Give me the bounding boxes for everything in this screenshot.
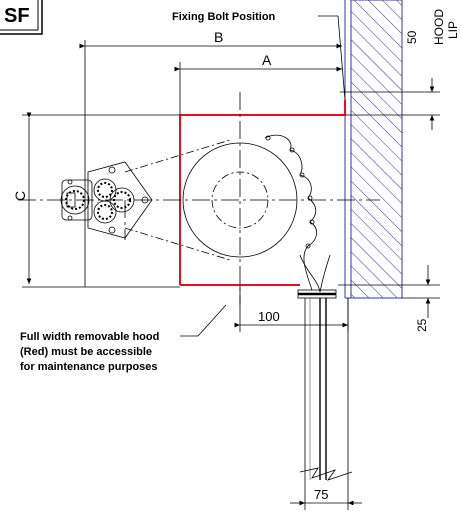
- dim-a-label: A: [262, 52, 272, 68]
- hood-note-line3: for maintenance purposes: [20, 361, 158, 373]
- unit-outline: [84, 114, 180, 288]
- dim-75-label: 75: [314, 487, 328, 502]
- corner-label-box: SF: [0, 0, 43, 35]
- corner-label: SF: [4, 5, 30, 27]
- guide-rails: [297, 289, 353, 481]
- dim-100-label: 100: [258, 309, 280, 324]
- dimension-b: [79, 40, 342, 115]
- hood-note-line2: (Red) must be accessible: [20, 346, 152, 358]
- centre-lines: [18, 92, 380, 305]
- removable-hood: [179, 100, 346, 286]
- dim-25-label: 25: [415, 318, 429, 332]
- hood-lip-line1: HOOD: [432, 9, 446, 45]
- hood-note-line1: Full width removable hood: [20, 331, 159, 343]
- dim-c-label: C: [12, 191, 28, 201]
- dimension-75: [290, 480, 362, 510]
- fixing-bolt-note: Fixing Bolt Position: [172, 11, 276, 23]
- roller: [124, 139, 298, 261]
- dimension-25: [338, 265, 440, 318]
- dim-b-label: B: [214, 29, 223, 45]
- cable-loops: [264, 134, 331, 293]
- dimension-c: [22, 112, 85, 288]
- gearbox-icon: [60, 161, 153, 239]
- fixing-bolt-leader: [318, 15, 346, 101]
- dimension-a: [174, 62, 342, 115]
- hood-lip-value: 50: [405, 30, 419, 44]
- dimension-100: [234, 285, 349, 332]
- dimension-hood-lip: [340, 78, 440, 130]
- hood-note-leader: [180, 304, 227, 337]
- wall: [344, 0, 403, 299]
- hood-lip-line2: LIP: [446, 21, 460, 39]
